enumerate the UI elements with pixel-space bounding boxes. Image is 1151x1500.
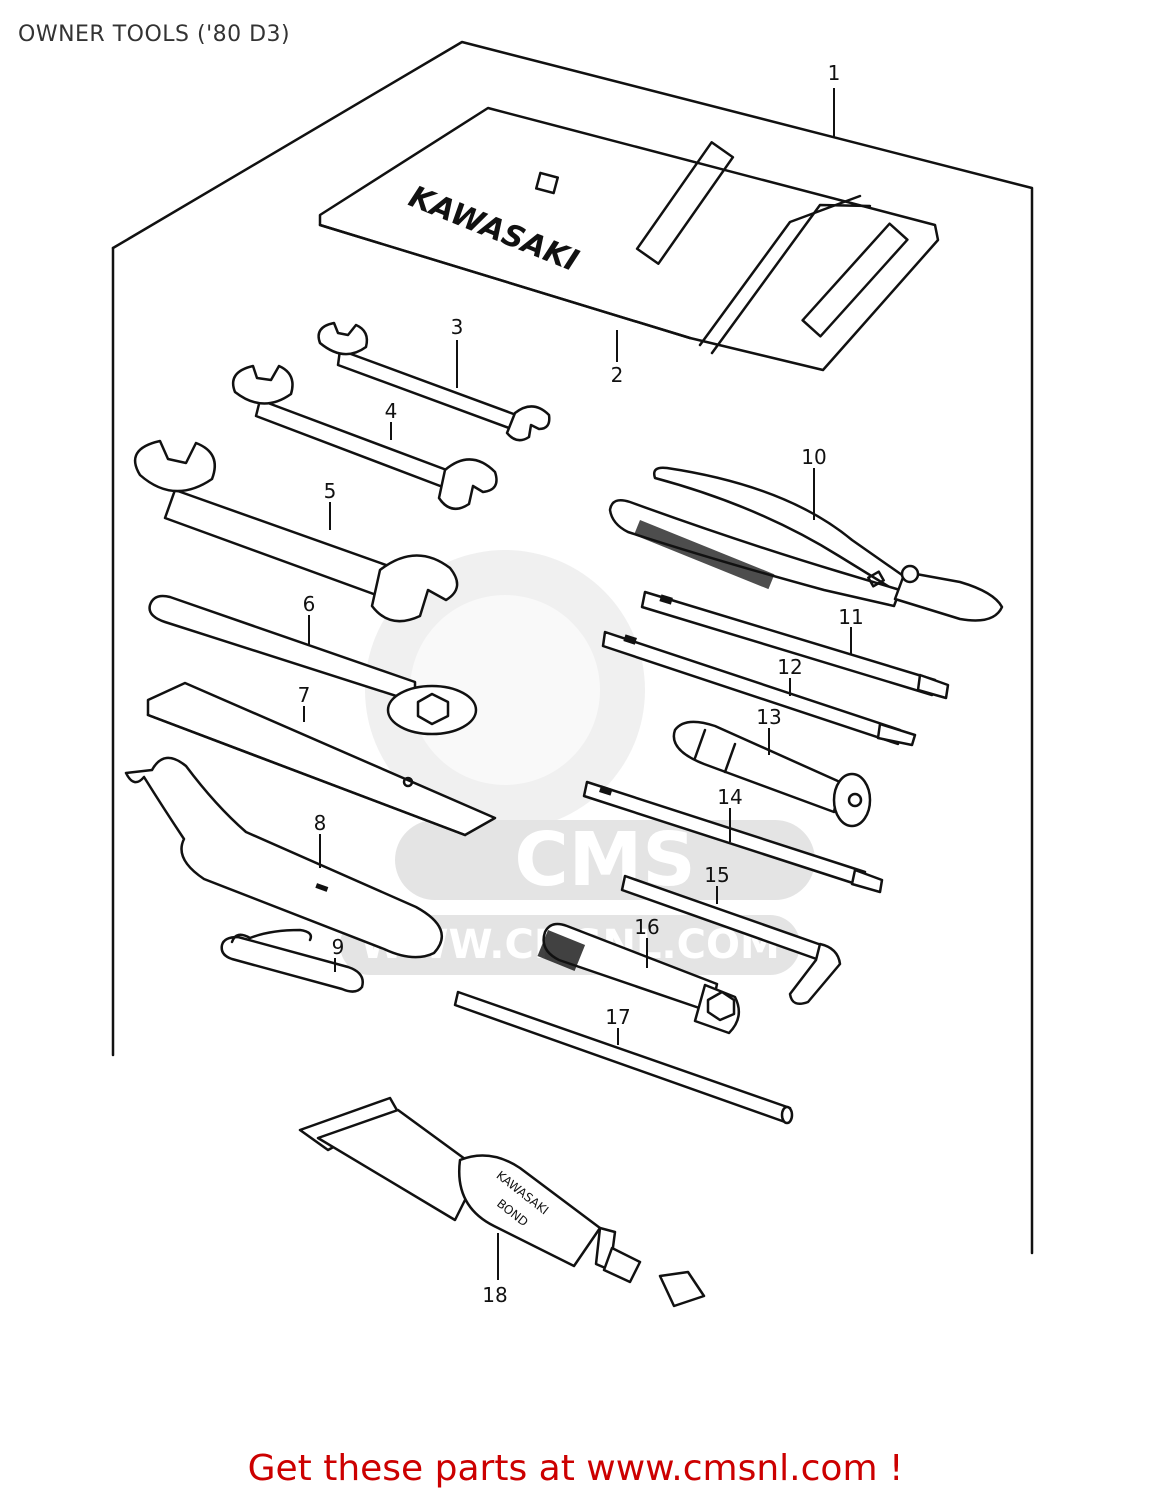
callout-2: 2 bbox=[611, 363, 624, 387]
screwdriver-handle bbox=[672, 720, 872, 828]
page-title: OWNER TOOLS ('80 D3) bbox=[18, 22, 291, 47]
callout-5: 5 bbox=[324, 479, 337, 503]
watermark-text: CMS bbox=[514, 817, 695, 903]
callout-7: 7 bbox=[298, 683, 311, 707]
spark-plug-socket bbox=[537, 922, 741, 1035]
get-parts-link[interactable]: Get these parts at www.cmsnl.com ! bbox=[247, 1448, 904, 1489]
extension-rod bbox=[453, 990, 794, 1125]
pin-strip bbox=[220, 928, 364, 993]
callout-numbers: 1 2 3 4 5 6 7 8 9 10 11 12 13 14 15 16 1… bbox=[298, 61, 864, 1307]
pliers bbox=[608, 466, 1004, 622]
callout-10: 10 bbox=[801, 445, 826, 469]
small-open-end-wrench bbox=[317, 321, 551, 442]
screwdriver-bit bbox=[582, 780, 884, 894]
callout-3: 3 bbox=[451, 315, 464, 339]
callout-9: 9 bbox=[332, 935, 345, 959]
callout-12: 12 bbox=[777, 655, 802, 679]
callout-1: 1 bbox=[828, 61, 841, 85]
callout-13: 13 bbox=[756, 705, 781, 729]
callout-17: 17 bbox=[605, 1005, 630, 1029]
phillips-screwdriver-bit bbox=[640, 590, 950, 700]
callout-15: 15 bbox=[704, 863, 729, 887]
tool-pouch: KAWASAKI bbox=[318, 106, 940, 372]
callout-16: 16 bbox=[634, 915, 659, 939]
callout-8: 8 bbox=[314, 811, 327, 835]
hook-spanner-wrench bbox=[124, 756, 444, 959]
exploded-parts-diagram: CMS WWW.CMSNL.COM KAWASAKI bbox=[111, 40, 1034, 1308]
flat-screwdriver-bit bbox=[601, 630, 917, 747]
hex-key bbox=[620, 874, 842, 1005]
callout-11: 11 bbox=[838, 605, 863, 629]
callout-4: 4 bbox=[385, 399, 398, 423]
bond-tube: KAWASAKI BOND bbox=[298, 1096, 706, 1308]
flat-bar-tool bbox=[146, 681, 497, 837]
medium-open-end-wrench bbox=[231, 364, 498, 511]
callout-leader-lines bbox=[303, 88, 852, 1280]
callout-14: 14 bbox=[717, 785, 742, 809]
callout-6: 6 bbox=[303, 592, 316, 616]
box-end-wrench bbox=[148, 594, 478, 736]
kit-box-outline bbox=[111, 40, 1034, 1255]
large-open-end-wrench bbox=[134, 439, 459, 623]
callout-18: 18 bbox=[482, 1283, 507, 1307]
